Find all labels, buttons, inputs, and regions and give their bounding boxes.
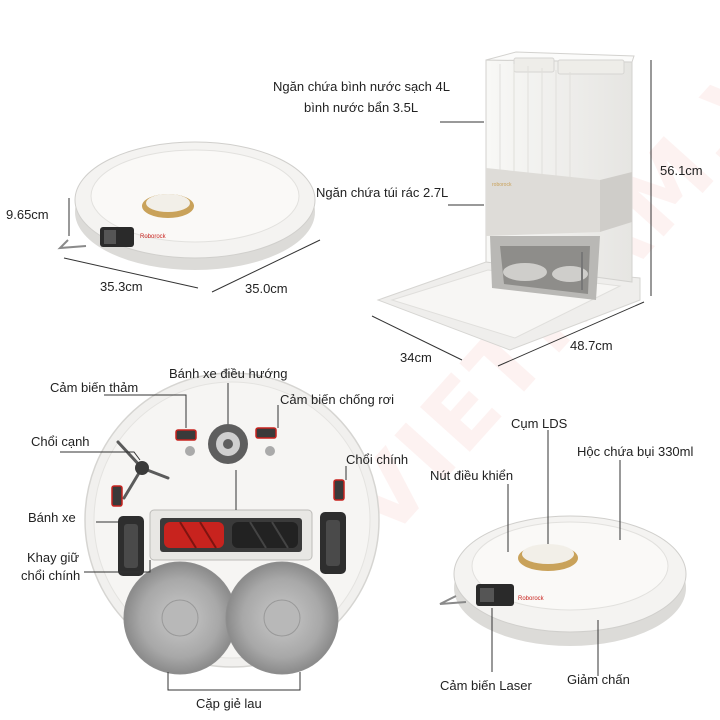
svg-text:Roborock: Roborock <box>518 596 545 602</box>
label-bumper: Giảm chấn <box>567 672 630 687</box>
label-lds: Cụm LDS <box>511 416 568 431</box>
dim-station-depth: 34cm <box>400 350 432 365</box>
label-control-button: Nút điều khiển <box>430 468 514 483</box>
station-dimension-lines <box>371 60 652 367</box>
svg-text:Roborock: Roborock <box>140 234 167 240</box>
label-brush-tray-1: Khay giữ <box>27 550 80 565</box>
dim-station-height: 56.1cm <box>660 163 703 178</box>
label-steering-wheel: Bánh xe điều hướng <box>169 366 288 381</box>
dim-station-width: 48.7cm <box>570 338 613 353</box>
dim-robot-depth: 35.3cm <box>100 279 143 294</box>
label-laser-sensor: Cảm biến Laser <box>440 678 532 693</box>
label-dust-bin: Hộc chứa bụi 330ml <box>577 444 694 459</box>
label-dirty-tank: bình nước bẩn 3.5L <box>304 100 419 115</box>
label-main-brush: Chổi chính <box>346 452 409 467</box>
svg-text:roborock: roborock <box>492 182 512 188</box>
underside-callout-lines <box>60 383 347 691</box>
label-carpet-sensor: Cảm biến thảm <box>50 380 139 395</box>
label-cliff-sensor: Cảm biến chống rơi <box>280 392 395 407</box>
label-dust-bag: Ngăn chứa túi rác 2.7L <box>316 185 449 200</box>
label-brush-tray-2: chổi chính <box>21 568 81 583</box>
robot-top-view: Roborock <box>439 515 687 646</box>
robot-dimension-lines <box>63 198 321 293</box>
label-mop-pair: Cặp giẻ lau <box>196 696 262 711</box>
dim-robot-height: 9.65cm <box>6 207 49 222</box>
dim-robot-width: 35.0cm <box>245 281 288 296</box>
label-side-brush: Chổi cạnh <box>31 434 90 449</box>
label-wheel: Bánh xe <box>28 510 76 525</box>
robot-underside <box>84 372 380 675</box>
robot-top-left: Roborock <box>57 141 316 270</box>
label-clean-tank: Ngăn chứa bình nước sạch 4L <box>273 79 450 94</box>
station-top-right: roborock <box>376 51 641 351</box>
topview-callout-lines <box>491 430 621 676</box>
